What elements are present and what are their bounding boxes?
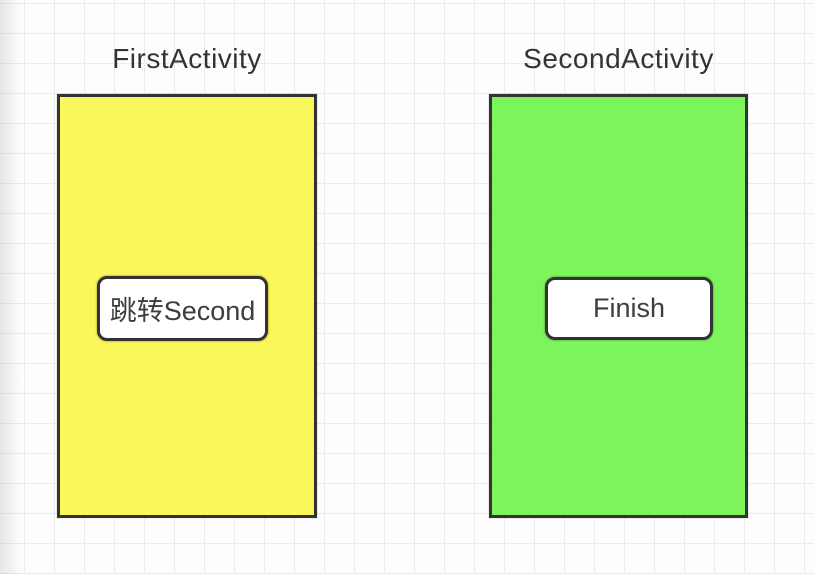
activity-second: SecondActivity Finish bbox=[489, 42, 748, 518]
second-activity-screen: Finish bbox=[489, 94, 748, 518]
first-activity-title: FirstActivity bbox=[112, 43, 262, 74]
jump-to-second-button[interactable]: 跳转Second bbox=[97, 276, 268, 341]
jump-to-second-button-label: 跳转Second bbox=[109, 296, 256, 326]
finish-button[interactable]: Finish bbox=[545, 277, 713, 340]
finish-button-label: Finish bbox=[592, 293, 666, 323]
activity-first: FirstActivity 跳转Second bbox=[57, 42, 317, 518]
second-activity-title: SecondActivity bbox=[523, 43, 714, 74]
first-activity-screen: 跳转Second bbox=[57, 94, 317, 518]
